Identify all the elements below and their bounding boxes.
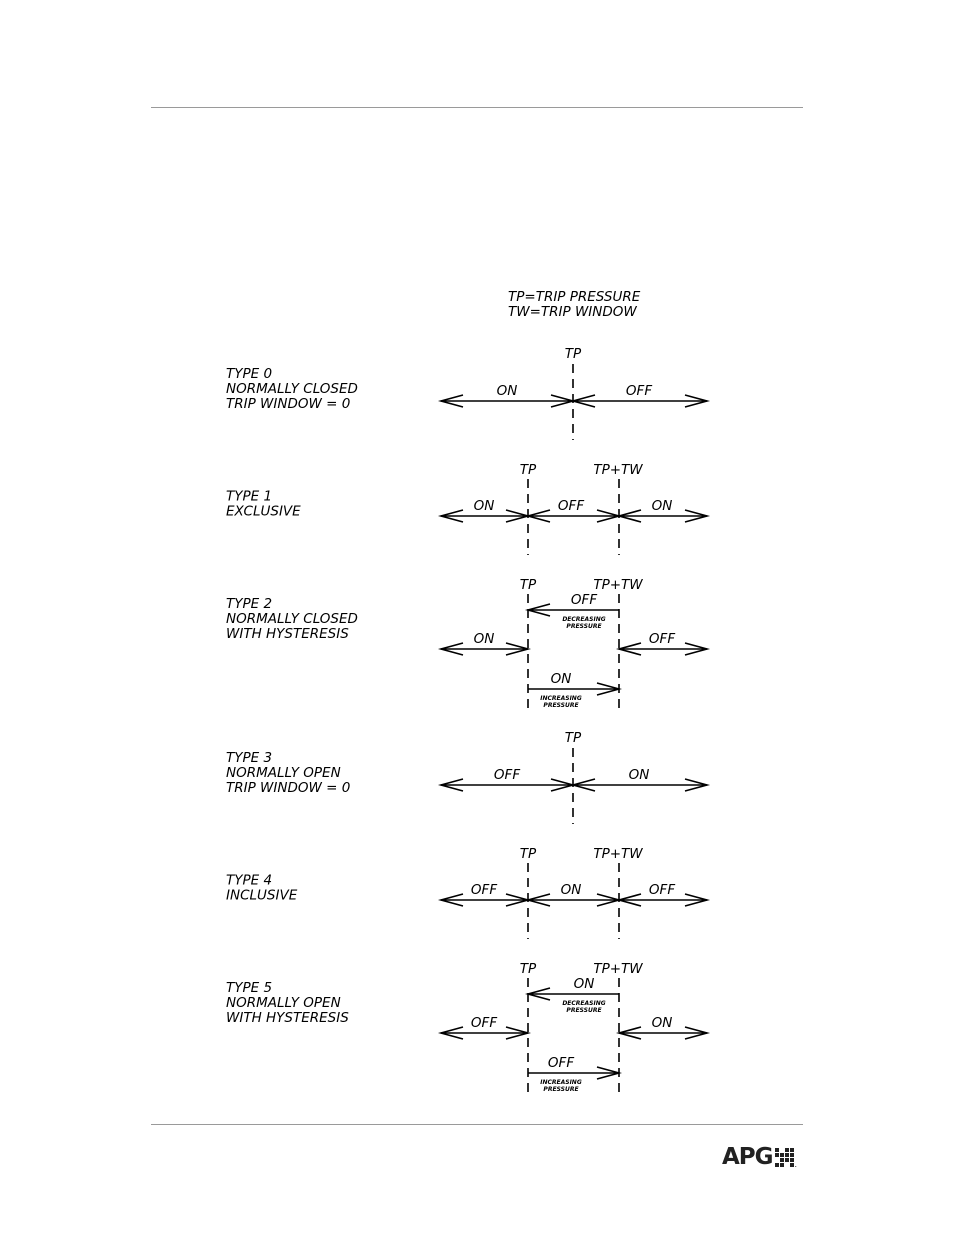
tp-marker-label: TP bbox=[520, 961, 537, 977]
logo-wordmark: APG bbox=[722, 1144, 774, 1170]
arrow-right-icon bbox=[684, 394, 711, 408]
arrow-right-icon bbox=[596, 1066, 623, 1080]
type-1-desc-line: EXCLUSIVE bbox=[226, 504, 301, 520]
type-5-title: TYPE 5 bbox=[226, 980, 272, 996]
state-label: OFF bbox=[649, 882, 675, 898]
state-label: OFF bbox=[471, 1015, 497, 1031]
hysteresis-state-label: OFF bbox=[548, 1055, 574, 1071]
arrow-left-icon bbox=[437, 509, 464, 523]
type-2-desc-line: WITH HYSTERESIS bbox=[226, 626, 349, 642]
apg-logo: APG . bbox=[722, 1139, 797, 1175]
type-4-title: TYPE 4 bbox=[226, 873, 272, 889]
type-0-desc-line: NORMALLY CLOSED bbox=[226, 381, 358, 397]
type-2-desc-line: NORMALLY CLOSED bbox=[226, 611, 358, 627]
tp-marker-label: TP bbox=[565, 346, 582, 362]
type-2-title: TYPE 2 bbox=[226, 596, 272, 612]
footer-rule bbox=[151, 1124, 803, 1125]
arrow-right-icon bbox=[684, 778, 711, 792]
arrow-left-icon bbox=[437, 778, 464, 792]
state-label: OFF bbox=[558, 498, 584, 514]
tp-tw-marker-label: TP+TW bbox=[593, 462, 643, 478]
arrow-left-icon bbox=[437, 394, 464, 408]
legend-tp: TP=TRIP PRESSURE bbox=[508, 289, 641, 305]
direction-note: PRESSURE bbox=[543, 702, 579, 709]
direction-note: PRESSURE bbox=[543, 1086, 579, 1093]
type-0-title: TYPE 0 bbox=[226, 366, 272, 382]
state-label: ON bbox=[561, 882, 582, 898]
state-label: ON bbox=[652, 1015, 673, 1031]
state-label: ON bbox=[652, 498, 673, 514]
state-label: OFF bbox=[471, 882, 497, 898]
arrow-left-icon bbox=[524, 893, 551, 907]
tp-marker-label: TP bbox=[565, 730, 582, 746]
tp-tw-marker-label: TP+TW bbox=[593, 846, 643, 862]
legend-tw: TW=TRIP WINDOW bbox=[508, 304, 637, 320]
state-label: ON bbox=[629, 767, 650, 783]
arrow-left-icon bbox=[615, 509, 642, 523]
state-label: OFF bbox=[626, 383, 652, 399]
arrow-left-icon bbox=[569, 778, 596, 792]
arrow-right-icon bbox=[684, 642, 711, 656]
arrow-right-icon bbox=[684, 893, 711, 907]
arrow-left-icon bbox=[615, 642, 642, 656]
logo-registered-mark: . bbox=[794, 1159, 798, 1169]
arrow-right-icon bbox=[684, 1026, 711, 1040]
arrow-right-icon bbox=[505, 1026, 532, 1040]
header-rule bbox=[151, 107, 803, 108]
state-label: OFF bbox=[494, 767, 520, 783]
type-4-desc-line: INCLUSIVE bbox=[226, 888, 298, 904]
state-label: ON bbox=[497, 383, 518, 399]
arrow-left-icon bbox=[615, 893, 642, 907]
arrow-right-icon bbox=[684, 509, 711, 523]
direction-note: PRESSURE bbox=[566, 623, 602, 630]
state-label: OFF bbox=[649, 631, 675, 647]
hysteresis-state-label: OFF bbox=[571, 592, 597, 608]
arrow-left-icon bbox=[569, 394, 596, 408]
type-3-desc-line: NORMALLY OPEN bbox=[226, 765, 341, 781]
tp-marker-label: TP bbox=[520, 462, 537, 478]
direction-note: DECREASING bbox=[562, 616, 605, 623]
arrow-left-icon bbox=[437, 642, 464, 656]
hysteresis-state-label: ON bbox=[574, 976, 595, 992]
hysteresis-state-label: ON bbox=[551, 671, 572, 687]
state-label: ON bbox=[474, 631, 495, 647]
type-5-desc-line: WITH HYSTERESIS bbox=[226, 1010, 349, 1026]
direction-note: INCREASING bbox=[540, 695, 582, 702]
arrow-left-icon bbox=[524, 987, 551, 1001]
type-5-desc-line: NORMALLY OPEN bbox=[226, 995, 341, 1011]
grid-mark-icon bbox=[774, 1147, 794, 1167]
state-label: ON bbox=[474, 498, 495, 514]
direction-note: DECREASING bbox=[562, 1000, 605, 1007]
arrow-right-icon bbox=[505, 642, 532, 656]
arrow-left-icon bbox=[615, 1026, 642, 1040]
arrow-left-icon bbox=[437, 1026, 464, 1040]
direction-note: PRESSURE bbox=[566, 1007, 602, 1014]
arrow-left-icon bbox=[524, 509, 551, 523]
arrow-left-icon bbox=[524, 603, 551, 617]
arrow-right-icon bbox=[596, 682, 623, 696]
tp-tw-marker-label: TP+TW bbox=[593, 961, 643, 977]
tp-marker-label: TP bbox=[520, 846, 537, 862]
direction-note: INCREASING bbox=[540, 1079, 582, 1086]
type-1-title: TYPE 1 bbox=[226, 489, 272, 505]
tp-tw-marker-label: TP+TW bbox=[593, 577, 643, 593]
type-0-desc-line: TRIP WINDOW = 0 bbox=[226, 396, 350, 412]
arrow-left-icon bbox=[437, 893, 464, 907]
type-3-desc-line: TRIP WINDOW = 0 bbox=[226, 780, 350, 796]
tp-marker-label: TP bbox=[520, 577, 537, 593]
type-3-title: TYPE 3 bbox=[226, 750, 272, 766]
